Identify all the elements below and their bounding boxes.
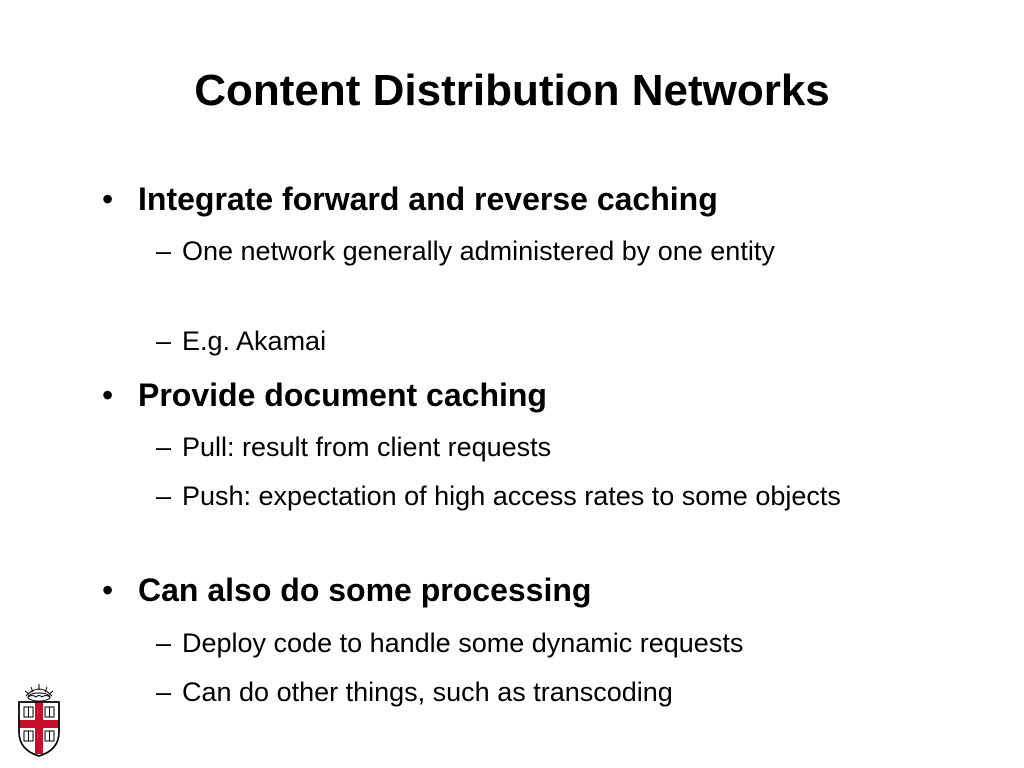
sub-bullet-text: Deploy code to handle some dynamic reque… [182,628,744,658]
bullet-text: Provide document caching [138,377,547,413]
bullet-text: Can also do some processing [138,572,592,608]
sub-bullet-glyph: – [156,432,172,462]
bullet-glyph: • [102,377,114,413]
bullet-glyph: • [102,572,114,608]
crest-sun-icon [24,684,54,702]
sub-bullet-text: Can do other things, such as transcoding [182,677,673,707]
bullet-text: Integrate forward and reverse caching [138,181,718,217]
sub-bullet-item: – E.g. Akamai [156,321,916,362]
sub-bullet-glyph: – [156,628,172,658]
sub-bullet-glyph: – [156,677,172,707]
sub-bullet-item: – Deploy code to handle some dynamic req… [156,623,916,664]
sub-bullet-item: – Can do other things, such as transcodi… [156,672,916,713]
sub-bullet-item: – Pull: result from client requests [156,427,916,468]
sub-bullet-text: Push: expectation of high access rates t… [182,481,841,511]
sub-bullet-glyph: – [156,481,172,511]
sub-bullet-glyph: – [156,326,172,356]
sub-bullet-glyph: – [156,236,172,266]
sub-bullet-item: – One network generally administered by … [156,231,916,272]
crest-shield-icon [18,701,60,757]
sub-bullet-text: E.g. Akamai [182,326,327,356]
university-crest-icon [18,684,60,757]
bullet-glyph: • [102,181,114,217]
slide-title: Content Distribution Networks [194,66,830,115]
sub-bullet-item: – Push: expectation of high access rates… [156,476,916,517]
sub-bullet-text: One network generally administered by on… [182,236,775,266]
sub-bullet-text: Pull: result from client requests [182,432,552,462]
